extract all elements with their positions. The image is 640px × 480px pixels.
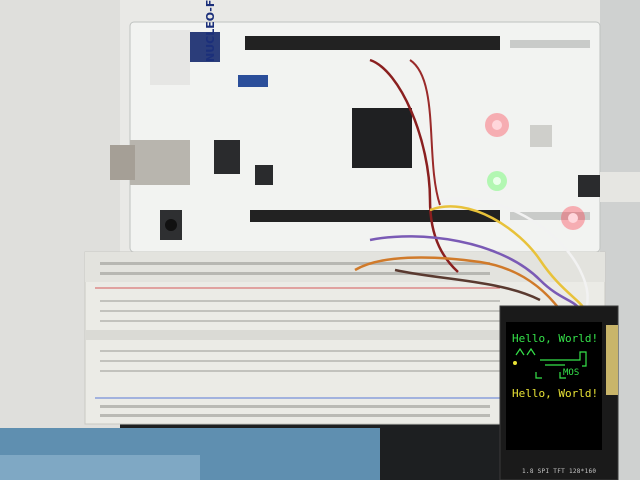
blue-component: [190, 32, 220, 62]
chip-small: [214, 140, 240, 174]
lcd-flex: [606, 325, 618, 395]
led-green: [493, 177, 501, 185]
usb-cable-right: [600, 172, 640, 202]
wire-red-2: [409, 59, 441, 206]
nucleo-logo: [238, 75, 268, 87]
led-red-2: [568, 213, 578, 223]
lcd-module-label: 1.8 SPI TFT 128*160: [522, 468, 597, 475]
lcd-mos-sprite: [515, 347, 587, 379]
lcd-mos-label: MOS: [563, 368, 580, 378]
header-top: [245, 36, 500, 50]
wire-purple: [369, 235, 582, 311]
wire-white: [439, 197, 589, 313]
usb-cable: [110, 145, 135, 180]
wire-orange: [354, 256, 561, 311]
wire-yellow: [429, 205, 587, 311]
usb-connector: [130, 140, 190, 185]
usb-port-right: [578, 175, 600, 197]
lcd-screen: [506, 322, 602, 450]
board-model-label: NUCLEO-F429ZI: [204, 0, 217, 62]
breadboard-channel: [85, 330, 505, 340]
reset-button-cap: [165, 219, 177, 231]
led-red-1: [492, 120, 502, 130]
blue-object-light: [0, 455, 200, 480]
chip-small-2: [255, 165, 273, 185]
lcd-dot: [513, 361, 517, 365]
board-holes: [510, 40, 590, 220]
breadboard-holes: [100, 262, 500, 417]
breadboard-top-rail: [85, 252, 605, 282]
wire-red: [369, 58, 459, 273]
wire-brown: [394, 268, 541, 302]
header-bottom: [250, 210, 500, 222]
board-corner: [150, 30, 190, 85]
mcu-chip: [352, 108, 412, 168]
component-right: [530, 125, 552, 147]
lcd-text-line2: Hello, World!: [512, 387, 599, 400]
lcd-text-line1: Hello, World!: [512, 332, 599, 345]
